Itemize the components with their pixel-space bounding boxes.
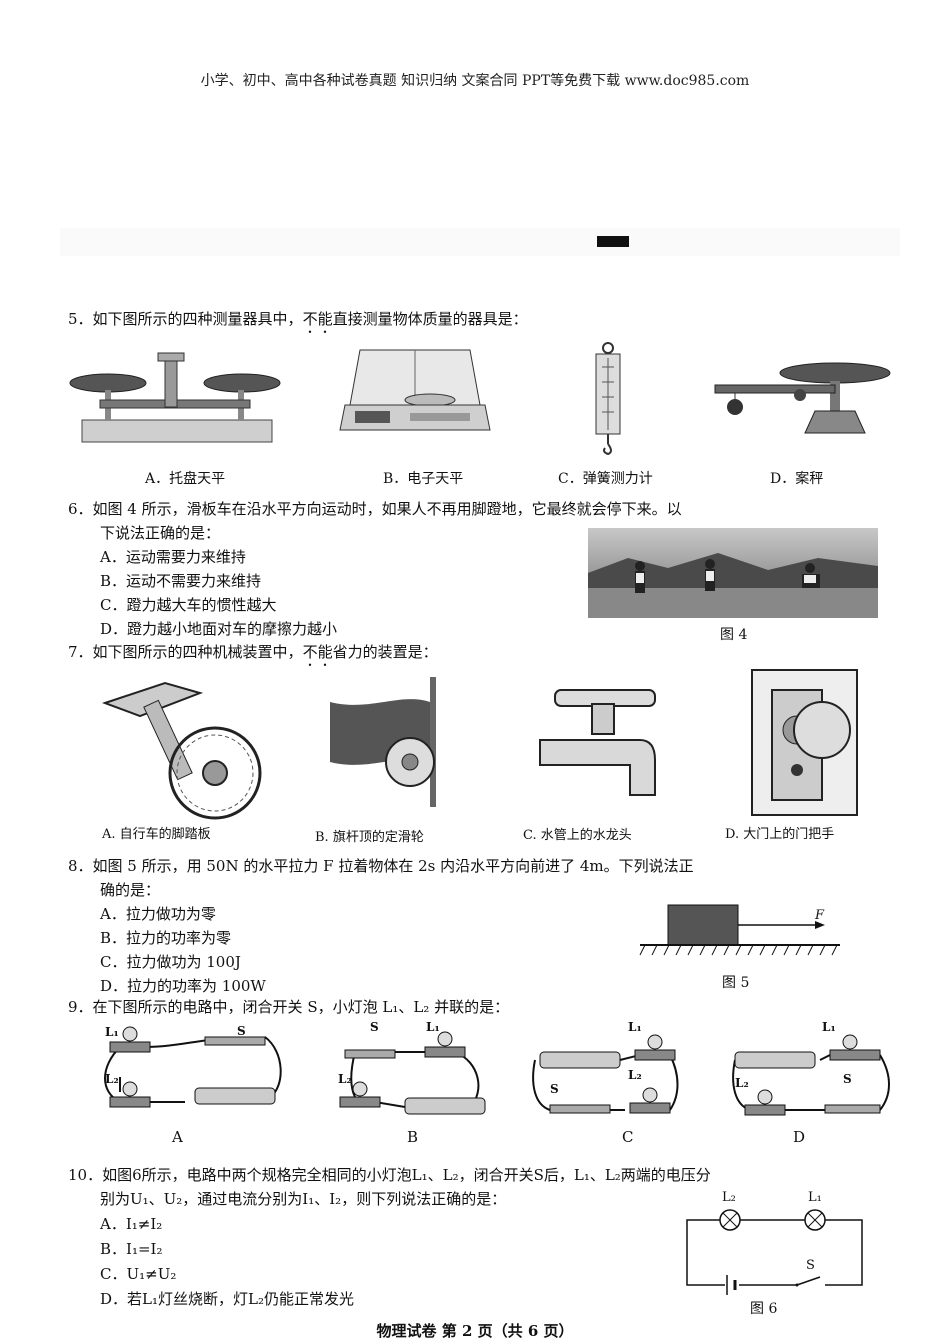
q10-option-a: A．I₁≠I₂ bbox=[100, 1215, 163, 1233]
electronic-balance-image bbox=[339, 349, 491, 431]
q10-stem-line2: 别为U₁、U₂，通过电流分别为I₁、I₂，则下列说法正确的是： bbox=[100, 1190, 507, 1208]
q7-stem: 7．如下图所示的四种机械装置中，不能省力的装置是： bbox=[68, 643, 438, 661]
door-handle-image bbox=[751, 669, 858, 816]
q8-option-c: C．拉力做功为 100J bbox=[100, 953, 241, 971]
figure-6-caption: 图 6 bbox=[750, 1301, 778, 1317]
q7-option-d: D. 大门上的门把手 bbox=[725, 827, 835, 842]
q10-l1-label: L₁ bbox=[808, 1190, 822, 1205]
q6-stem-line1: 6．如图 4 所示，滑板车在沿水平方向运动时，如果人不再用脚蹬地，它最终就会停下… bbox=[68, 500, 682, 518]
circuit-a-label: A bbox=[172, 1128, 183, 1146]
q6-stem-line2: 下说法正确的是： bbox=[100, 524, 221, 542]
q10-option-c: C．U₁≠U₂ bbox=[100, 1265, 177, 1283]
circuit-d-image bbox=[732, 1034, 890, 1116]
series-circuit-diagram bbox=[686, 1209, 863, 1295]
q7-option-c: C. 水管上的水龙头 bbox=[523, 828, 632, 843]
page-footer: 物理试卷 第 2 页（共 6 页） bbox=[376, 1322, 574, 1340]
q10-stem-line1: 10．如图6所示，电路中两个规格完全相同的小灯泡L₁、L₂，闭合开关S后，L₁、… bbox=[68, 1166, 711, 1184]
circuit-c-l1: L₁ bbox=[628, 1020, 642, 1034]
circuit-c-label: C bbox=[622, 1128, 634, 1146]
q5-option-a: A．托盘天平 bbox=[145, 471, 226, 487]
scooter-photo bbox=[588, 528, 878, 618]
circuit-b-l1: L₁ bbox=[426, 1020, 440, 1034]
q10-option-d: D．若L₁灯丝烧断，灯L₂仍能正常发光 bbox=[100, 1290, 354, 1308]
q6-option-c: C．蹬力越大车的惯性越大 bbox=[100, 596, 277, 614]
q8-option-b: B．拉力的功率为零 bbox=[100, 929, 232, 947]
circuit-a-s: S bbox=[237, 1024, 246, 1038]
circuit-c-s: S bbox=[550, 1082, 559, 1096]
q6-option-d: D．蹬力越小地面对车的摩擦力越小 bbox=[100, 620, 338, 638]
site-header: 小学、初中、高中各种试卷真题 知识归纳 文案合同 PPT等免费下载 www.do… bbox=[200, 73, 750, 89]
q5-option-d: D．案秤 bbox=[770, 471, 824, 487]
q10-l2-label: L₂ bbox=[722, 1190, 736, 1205]
q7-option-a: A. 自行车的脚踏板 bbox=[102, 827, 211, 842]
platform-scale-image bbox=[714, 362, 891, 434]
circuit-c-image bbox=[532, 1034, 679, 1114]
circuit-d-label: D bbox=[793, 1128, 806, 1146]
q5-option-c: C．弹簧测力计 bbox=[558, 471, 653, 487]
q6-option-b: B．运动不需要力来维持 bbox=[100, 572, 262, 590]
q8-stem-line2: 确的是： bbox=[100, 881, 161, 899]
q8-option-a: A．拉力做功为零 bbox=[100, 905, 216, 923]
block-force-diagram bbox=[639, 904, 840, 956]
circuit-b-l2: L₂ bbox=[338, 1072, 352, 1086]
scan-band bbox=[60, 228, 900, 256]
tray-balance-image bbox=[69, 352, 281, 443]
q6-option-a: A．运动需要力来维持 bbox=[100, 548, 246, 566]
black-mark bbox=[597, 236, 629, 247]
circuit-b-label: B bbox=[407, 1128, 419, 1146]
flagpole-pulley-image bbox=[330, 677, 436, 807]
figure-4-caption: 图 4 bbox=[720, 627, 748, 643]
q5-option-b: B．电子天平 bbox=[383, 471, 464, 487]
figure-5-caption: 图 5 bbox=[722, 975, 750, 991]
circuit-c-l2: L₂ bbox=[628, 1068, 642, 1082]
bicycle-pedal-image bbox=[101, 681, 262, 820]
circuit-b-s: S bbox=[370, 1020, 379, 1034]
circuit-a-image bbox=[104, 1026, 282, 1108]
q7-option-b: B. 旗杆顶的定滑轮 bbox=[315, 830, 424, 845]
circuit-b-image bbox=[339, 1031, 486, 1115]
circuit-d-l1: L₁ bbox=[822, 1020, 836, 1034]
q8-stem-line1: 8．如图 5 所示，用 50N 的水平拉力 F 拉着物体在 2s 内沿水平方向前… bbox=[68, 857, 694, 875]
q10-option-b: B．I₁=I₂ bbox=[100, 1240, 163, 1258]
q10-s-label: S bbox=[806, 1258, 815, 1273]
spring-scale-image bbox=[595, 342, 621, 456]
circuit-d-s: S bbox=[843, 1072, 852, 1086]
circuit-a-l1: L₁ bbox=[105, 1025, 119, 1039]
q8-option-d: D．拉力的功率为 100W bbox=[100, 977, 266, 995]
q5-stem: 5．如下图所示的四种测量器具中，不能直接测量物体质量的器具是： bbox=[68, 310, 528, 328]
circuit-d-l2: L₂ bbox=[735, 1076, 749, 1090]
q9-stem: 9．在下图所示的电路中，闭合开关 S，小灯泡 L₁、L₂ 并联的是： bbox=[68, 998, 510, 1016]
force-label: F bbox=[815, 908, 825, 923]
circuit-a-l2: L₂ bbox=[105, 1072, 119, 1086]
water-tap-image bbox=[539, 689, 656, 796]
